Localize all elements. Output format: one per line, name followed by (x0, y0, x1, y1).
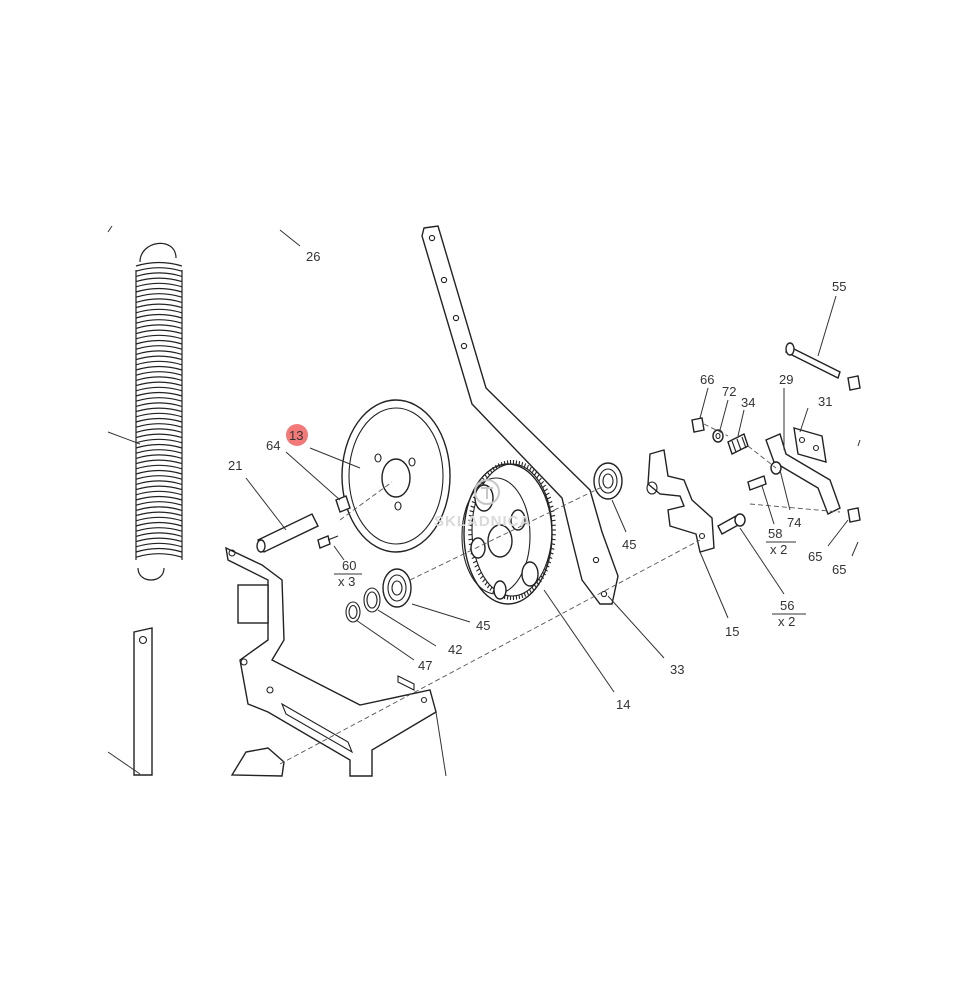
label-60-qty: x 3 (338, 574, 355, 589)
label-31: 31 (818, 394, 832, 409)
label-65-right: 65 (832, 562, 846, 577)
extension-spring (135, 242, 183, 581)
label-15: 15 (725, 624, 739, 639)
label-55: 55 (832, 279, 846, 294)
circlip-47 (345, 601, 361, 623)
label-60: 60 (342, 558, 356, 573)
label-47: 47 (418, 658, 432, 673)
callout-labels: 13 64 21 26 60 x 3 45 45 42 47 14 33 15 … (228, 249, 846, 712)
label-58-qty: x 2 (770, 542, 787, 557)
label-72: 72 (722, 384, 736, 399)
highlight-marker (286, 424, 308, 446)
watermark-text: SKLADNICA (434, 513, 531, 530)
bracket-15 (646, 449, 715, 553)
label-56: 56 (780, 598, 794, 613)
label-21: 21 (228, 458, 242, 473)
frame-plate (225, 546, 437, 777)
screw-60 (317, 535, 339, 549)
label-14: 14 (616, 697, 630, 712)
pin-55 (785, 342, 841, 379)
label-65-left: 65 (808, 549, 822, 564)
label-66: 66 (700, 372, 714, 387)
flat-disc (341, 399, 451, 553)
toothed-wheel (461, 460, 556, 605)
label-13: 13 (289, 428, 303, 443)
label-26: 26 (306, 249, 320, 264)
bolt-56 (717, 513, 746, 535)
spring-34 (727, 433, 749, 455)
bearing-left (382, 568, 412, 608)
cap-66 (691, 417, 705, 433)
bearing-right (593, 462, 623, 500)
label-64: 64 (266, 438, 280, 453)
label-45-lower: 45 (476, 618, 490, 633)
label-33: 33 (670, 662, 684, 677)
label-74: 74 (787, 515, 801, 530)
label-42: 42 (448, 642, 462, 657)
label-58: 58 (768, 526, 782, 541)
pin-21 (256, 513, 319, 553)
washer-72 (712, 429, 724, 443)
label-29: 29 (779, 372, 793, 387)
plate-31 (793, 427, 827, 463)
label-56-qty: x 2 (778, 614, 795, 629)
screw-58 (747, 475, 767, 491)
retaining-ring-42 (363, 587, 381, 613)
lever-link (133, 627, 153, 776)
nut-65 (847, 375, 861, 523)
leader-lines (107, 225, 861, 777)
label-45-upper: 45 (622, 537, 636, 552)
watermark-logo: SKLADNICA (434, 479, 531, 530)
long-arm-plate (421, 225, 619, 605)
assembly-axes (279, 423, 841, 765)
label-34: 34 (741, 395, 755, 410)
